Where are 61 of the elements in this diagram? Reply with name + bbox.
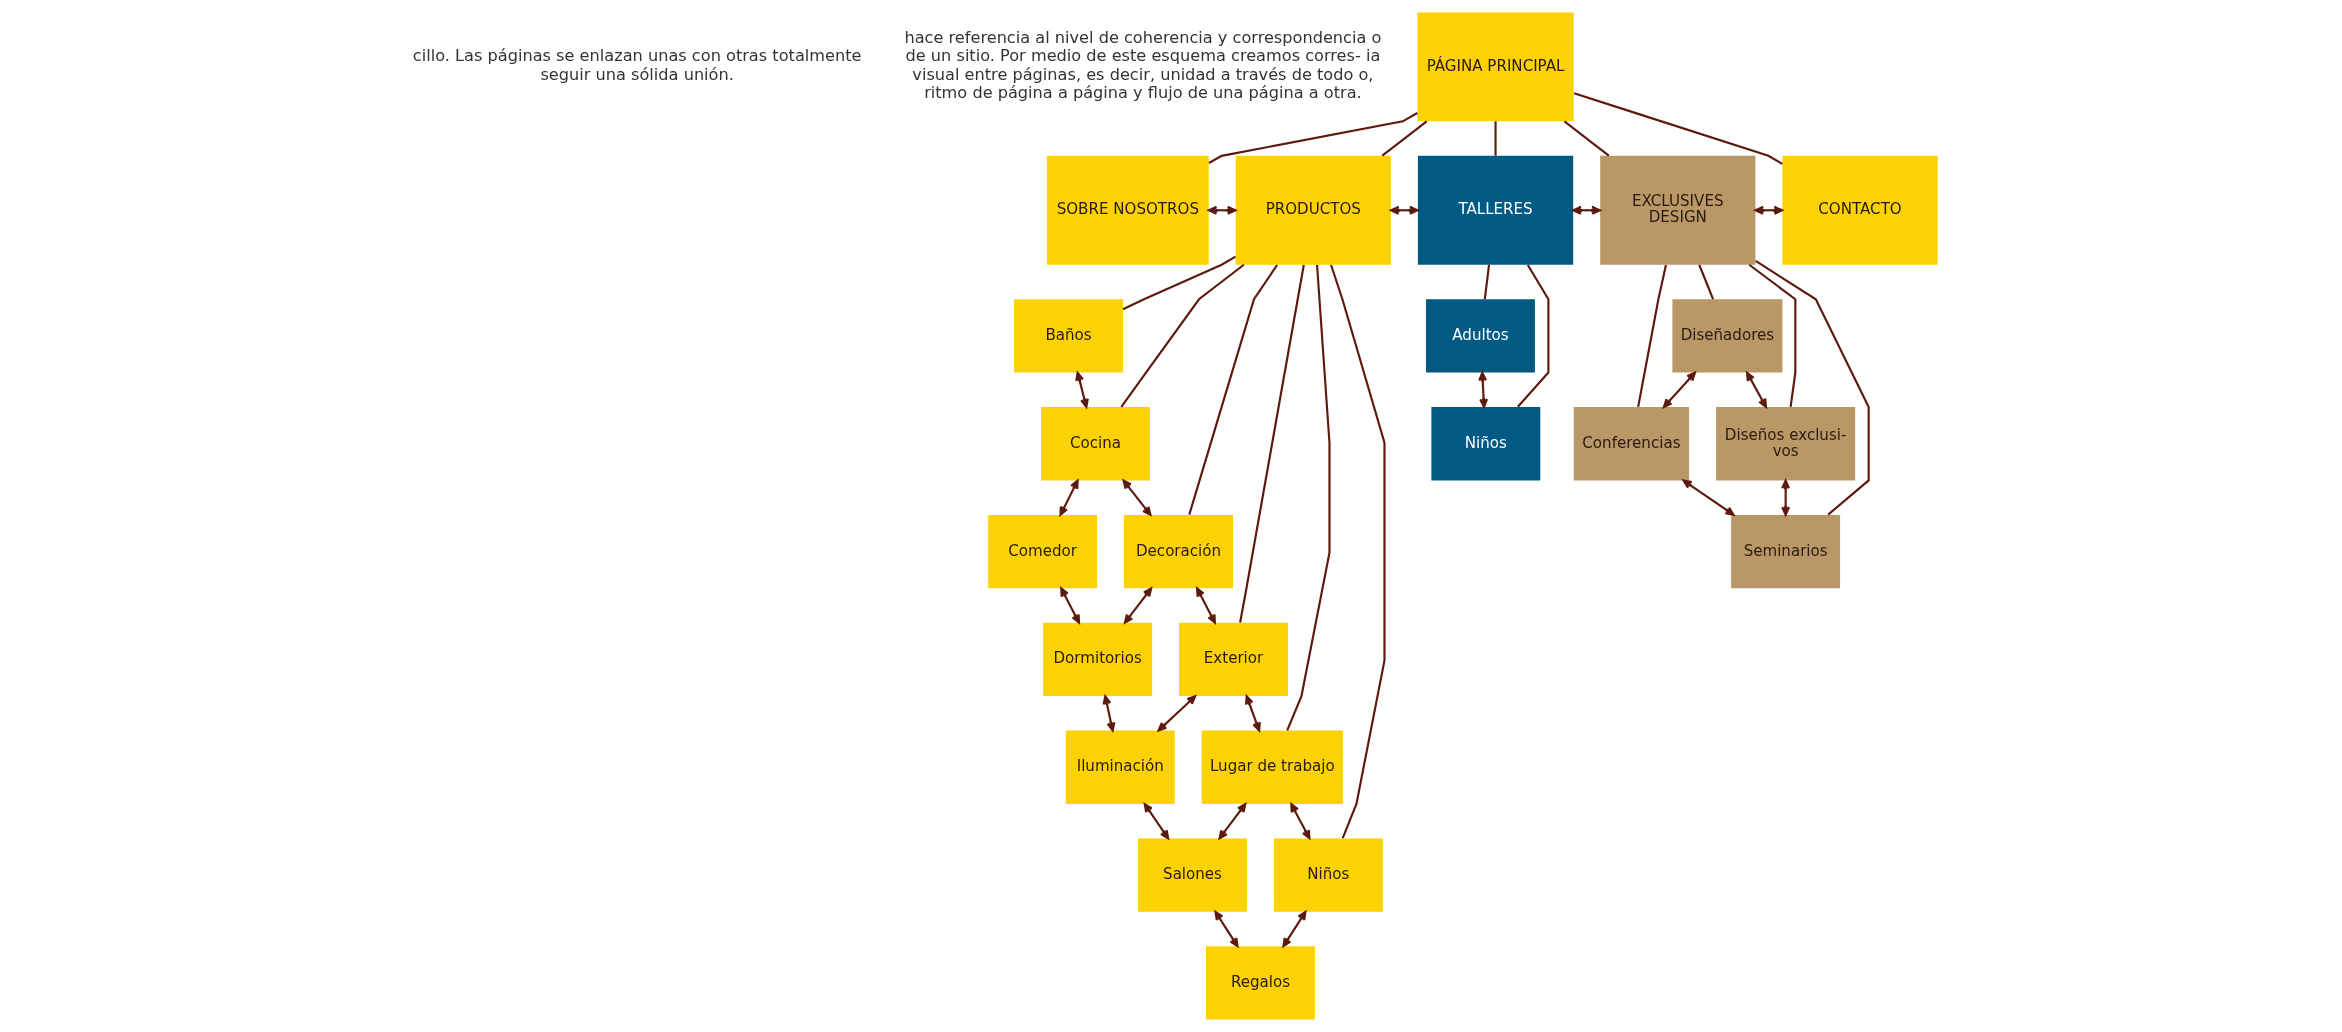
arrow	[1477, 371, 1488, 408]
connector	[1285, 264, 1331, 731]
node-box: Seminarios	[1730, 514, 1840, 589]
node-box: Diseños exclusi- vos	[1715, 407, 1855, 481]
arrow	[1059, 587, 1080, 624]
connector	[1238, 264, 1305, 623]
connector	[1207, 112, 1418, 164]
connector	[1697, 264, 1714, 300]
arrow	[1157, 695, 1196, 732]
node-box: Niños	[1430, 407, 1540, 481]
node-box: Dormitorios	[1042, 622, 1152, 697]
node-box: Niños	[1273, 838, 1383, 912]
connector	[1187, 264, 1278, 515]
node-box: EXCLUSIVES DESIGN	[1599, 155, 1755, 265]
node-box: Comedor	[987, 514, 1097, 589]
connector	[1563, 120, 1609, 157]
connector	[1483, 264, 1490, 300]
arrow	[1123, 587, 1152, 624]
connector	[1636, 264, 1667, 408]
node-box: Iluminación	[1065, 730, 1175, 804]
arrow	[1143, 803, 1169, 840]
connector	[1754, 260, 1870, 516]
node-box: Conferencias	[1573, 407, 1689, 481]
node-box: TALLERES	[1417, 155, 1573, 265]
arrow	[1662, 371, 1696, 408]
arrow	[1745, 371, 1767, 408]
node-box: SOBRE NOSOTROS	[1046, 155, 1209, 265]
arrow	[1281, 910, 1306, 948]
node-box: PRODUCTOS	[1235, 155, 1391, 265]
connector	[1119, 263, 1244, 408]
connector	[1381, 120, 1427, 157]
connector	[1516, 264, 1549, 408]
node-box: PÁGINA PRINCIPAL	[1416, 12, 1574, 122]
arrow	[1289, 803, 1310, 840]
connector	[1122, 255, 1236, 311]
arrow	[1102, 695, 1115, 732]
arrow	[1122, 479, 1151, 516]
node-box: Decoración	[1123, 514, 1233, 589]
arrow	[1244, 695, 1261, 732]
arrow	[1058, 479, 1079, 516]
arrow	[1074, 371, 1089, 408]
connector	[1329, 264, 1386, 839]
arrow	[1780, 479, 1790, 516]
node-box: Lugar de trabajo	[1201, 730, 1343, 804]
node-box: Regalos	[1205, 946, 1315, 1020]
label: hace referencia al nivel de coherencia y correspondencia o de un sitio. Por medio de este esquema creamos corres- ia visual entre páginas, es decir, unidad a través de todo o, ritmo de página a página y flujo de una página a otra.	[903, 28, 1381, 103]
node-box: Exterior	[1178, 622, 1288, 697]
connector	[1573, 92, 1783, 165]
arrow	[1682, 479, 1735, 516]
arrow	[1217, 803, 1246, 840]
connector	[1748, 263, 1796, 407]
node-box: Adultos	[1425, 299, 1535, 373]
node-box: Diseñadores	[1671, 299, 1782, 373]
node-box: CONTACTO	[1781, 155, 1938, 265]
node-box: Salones	[1137, 838, 1247, 912]
node-box: Cocina	[1040, 407, 1150, 481]
arrow	[1213, 910, 1239, 948]
arrow	[1195, 587, 1216, 624]
node-box: Baños	[1013, 299, 1123, 373]
label: cillo. Las páginas se enlazan unas con otras totalmente seguir una sólida unión.	[412, 46, 861, 84]
connector	[1493, 121, 1497, 156]
